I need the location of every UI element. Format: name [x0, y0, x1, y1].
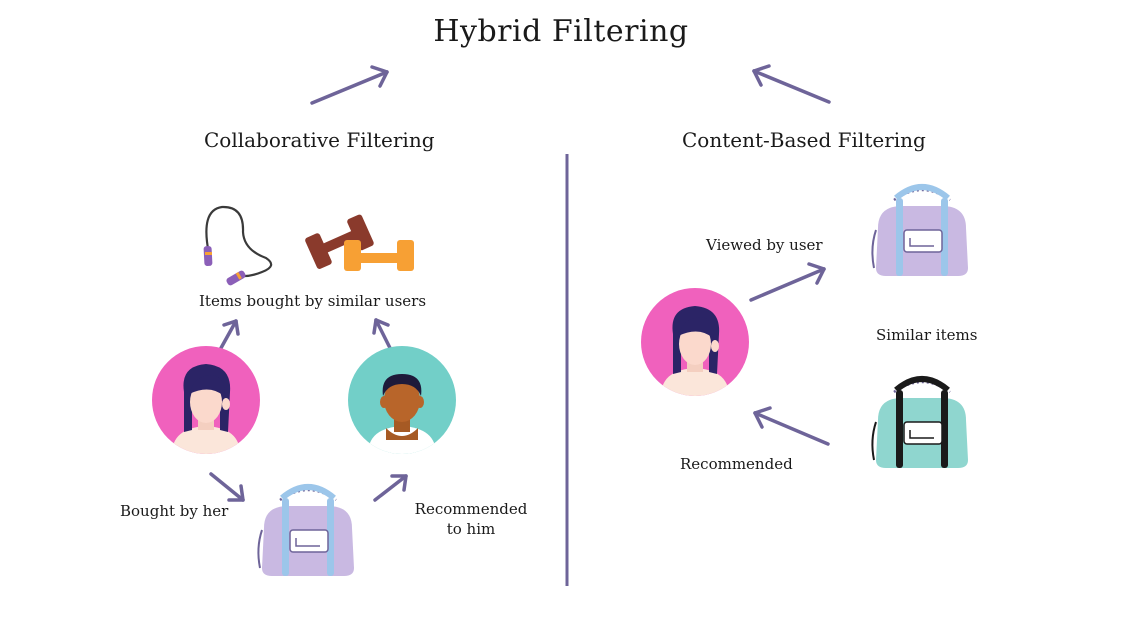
arrow-bag-to-him — [373, 474, 408, 502]
diagram-title: Hybrid Filtering — [433, 14, 689, 49]
arrow-him-to-items — [372, 318, 392, 350]
viewed-bag-icon — [872, 187, 968, 276]
dumbbell-icon — [305, 214, 414, 271]
collaborative-heading: Collaborative Filtering — [204, 128, 435, 152]
similar-items-label: Similar items — [876, 326, 978, 344]
arrow-similar-bag-to-user — [753, 406, 830, 446]
arrow-content-to-hybrid — [752, 64, 831, 104]
arrow-her-to-bag — [209, 472, 245, 502]
man-avatar-icon — [348, 346, 456, 454]
woman-avatar-icon — [152, 346, 260, 454]
arrow-collab-to-hybrid — [310, 65, 389, 105]
duffel-bag-icon — [258, 487, 354, 576]
similar-bag-icon — [871, 376, 968, 468]
bought-by-her-label: Bought by her — [120, 502, 229, 520]
viewed-by-user-label: Viewed by user — [706, 236, 823, 254]
recommended-to-him-label: Recommended to him — [406, 500, 536, 538]
arrow-user-to-viewed-bag — [749, 262, 826, 302]
arrow-her-to-items — [219, 319, 240, 350]
recommended-to-him-line1: Recommended — [414, 500, 528, 518]
jump-rope-icon — [203, 205, 273, 286]
items-bought-label: Items bought by similar users — [199, 292, 427, 310]
woman-avatar-icon-content — [641, 288, 749, 396]
recommended-label: Recommended — [680, 455, 793, 473]
content-based-heading: Content-Based Filtering — [682, 128, 926, 152]
recommended-to-him-line2: to him — [446, 520, 496, 538]
